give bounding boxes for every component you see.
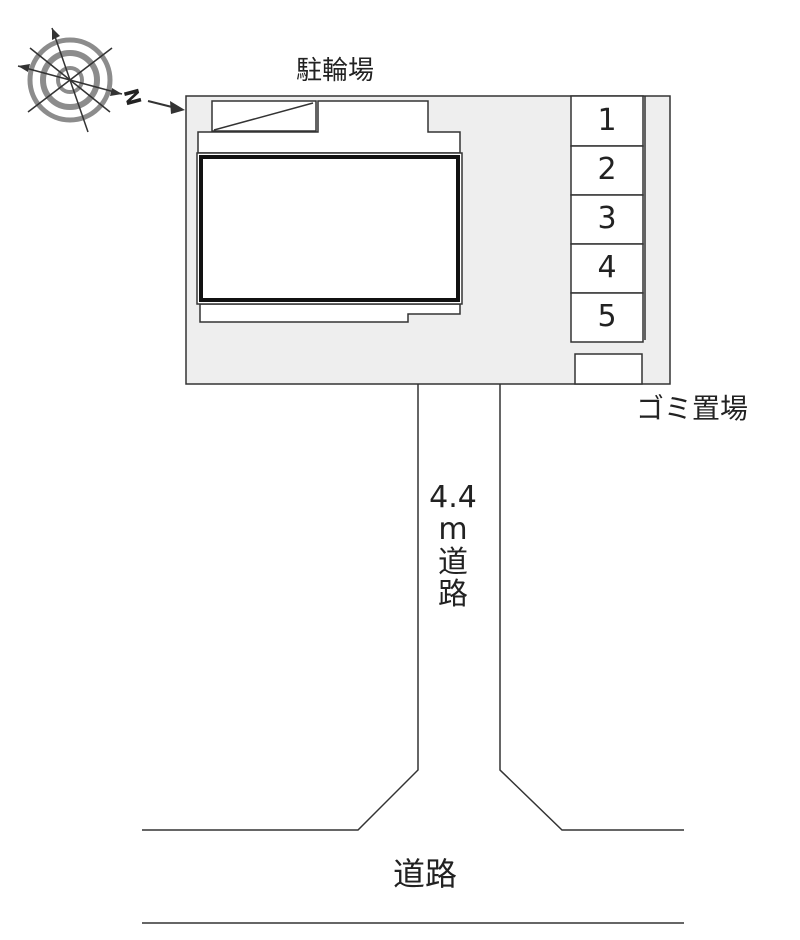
- parking-slot-4: [570, 243, 644, 294]
- building-footprint: [196, 100, 463, 323]
- parking-slot-5: [570, 292, 644, 343]
- parking-slot-5-label: 5: [597, 299, 617, 334]
- parking-slot-3: [570, 194, 644, 245]
- access-road-unit: m: [438, 512, 468, 548]
- access-road-name-2: 路: [438, 577, 468, 613]
- access-road-name-1: 道: [438, 544, 468, 580]
- access-road: [142, 384, 684, 831]
- main-road-label: 道路: [393, 855, 458, 893]
- access-road-width: 4.4: [429, 480, 477, 515]
- parking-slot-1: [570, 95, 644, 147]
- access-road-label: 4.4 m 道 路: [423, 480, 483, 613]
- garbage-area-label: ゴミ置場: [636, 392, 749, 425]
- north-arrow-icon: [147, 100, 185, 114]
- garbage-area-box: [574, 353, 643, 385]
- parking-slot-2-label: 2: [597, 152, 617, 187]
- bicycle-parking-label: 駐輪場: [296, 56, 375, 86]
- parking-slot-4-label: 4: [597, 250, 617, 285]
- parking-slot-3-label: 3: [597, 201, 617, 236]
- parking-slots: [570, 95, 644, 343]
- parking-slot-1-label: 1: [597, 103, 617, 138]
- compass-rose-icon: [17, 27, 123, 133]
